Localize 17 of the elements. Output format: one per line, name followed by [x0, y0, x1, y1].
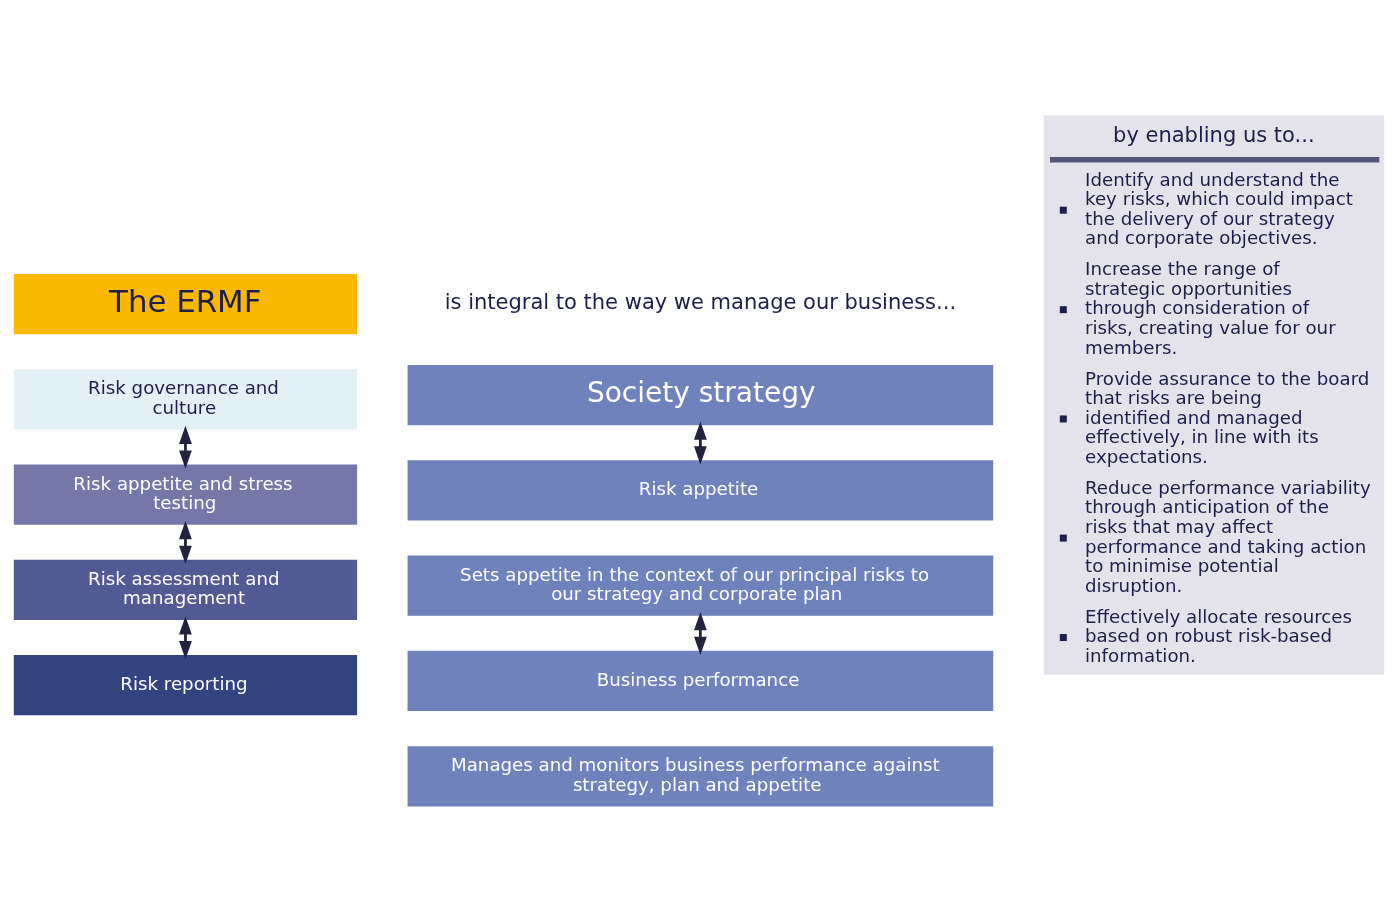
- node-box: Society strategy: [407, 365, 994, 426]
- arrow: [179, 425, 192, 469]
- node-box: by enabling us to... Identify and understand the key risks, which could impact the delivery of our strategy and corporate objectives. Increase the range of strategic opportunities through consideration of risks, creating value for our members. Provide assurance to the board that risks are being identified and managed effectively, in line with its expectations. Reduce performance variability through anticipation of the risks that may affect performance and taking action to minimise potential disruption. Effectively allocate resources based on robust risk-based information.: [1043, 115, 1385, 675]
- node-box: Sets appetite in the context of our principal risks to our strategy and corporate plan: [407, 555, 994, 616]
- arrow: [694, 421, 707, 465]
- node-box: Risk reporting: [13, 655, 358, 716]
- node-box: Risk governance and culture: [13, 369, 358, 430]
- node-box: Risk appetite: [407, 460, 994, 521]
- arrow: [179, 520, 192, 564]
- node-box: Business performance: [407, 650, 994, 712]
- node-box: Risk appetite and stress testing: [13, 464, 358, 525]
- node-box: Risk assessment and management: [13, 559, 358, 621]
- arrow: [694, 612, 707, 656]
- node-box: The ERMF: [13, 273, 358, 335]
- arrow: [179, 616, 192, 660]
- label: is integral to the way we manage our business...: [444, 288, 957, 314]
- node-box: Manages and monitors business performance against strategy, plan and appetite: [407, 746, 994, 807]
